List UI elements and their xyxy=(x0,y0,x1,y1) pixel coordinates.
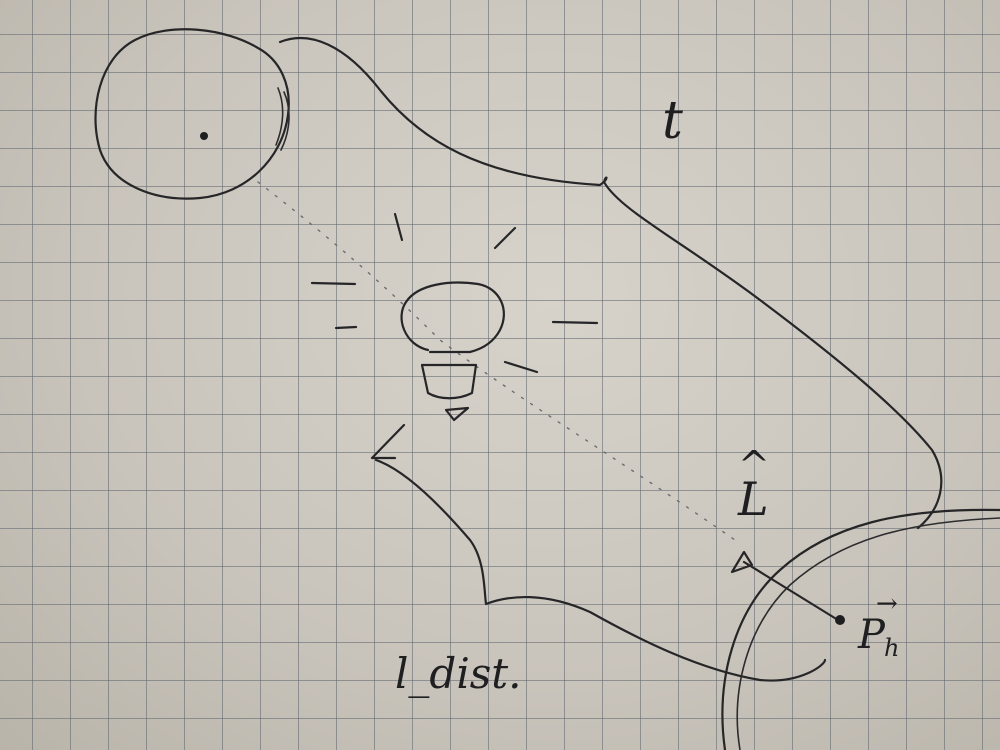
l-dist-arrowhead xyxy=(370,423,406,460)
l-dist-label: l_dist. xyxy=(395,649,522,698)
l-hat-accent: ^ xyxy=(738,443,770,487)
l-hat-arrowhead xyxy=(730,550,754,574)
p-h-subscript: h xyxy=(884,634,899,662)
surface-curve xyxy=(721,508,1000,750)
p-h-vector-arrow: → xyxy=(876,589,898,619)
l-hat-vector xyxy=(742,560,840,622)
t-distance-curve xyxy=(278,37,943,530)
p-h-label: P xyxy=(857,612,886,658)
t-label: t xyxy=(662,91,683,151)
light-source-circle xyxy=(94,28,290,200)
l-hat-label: L xyxy=(737,472,769,526)
p-h-point xyxy=(835,615,845,625)
light-bulb-icon xyxy=(310,212,599,422)
l-dist-curve xyxy=(374,458,827,682)
light-center-dot xyxy=(200,132,208,140)
light-ray-dotted xyxy=(257,181,736,541)
